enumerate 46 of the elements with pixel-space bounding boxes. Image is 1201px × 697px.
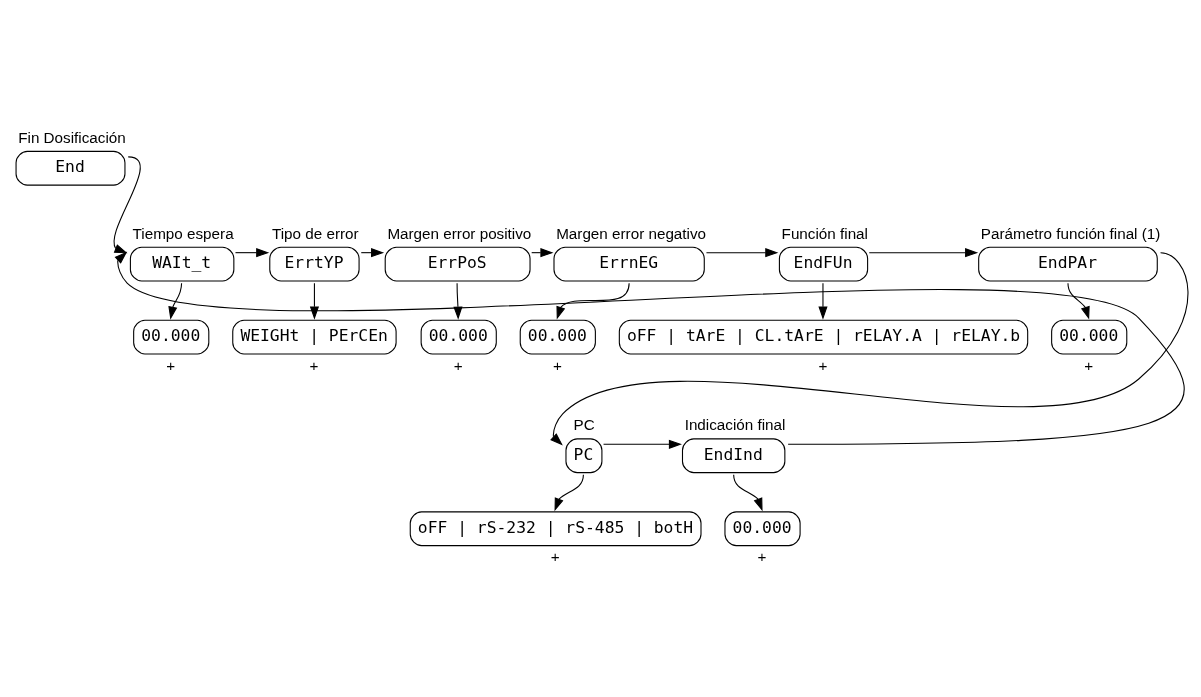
node-label: Tipo de error [271, 224, 359, 242]
node-box: EndFUn [778, 246, 868, 282]
node-box: End [15, 150, 125, 186]
node-box: oFF | tArE | CL.tArE | rELAY.A | rELAY.b [618, 319, 1028, 355]
arrow [234, 248, 269, 258]
node-label: Indicación final [684, 416, 785, 434]
node-label: Fin Dosificación [17, 128, 126, 146]
node-label: PC [573, 416, 595, 434]
node-label: + [309, 356, 318, 374]
node-box: ErrnEG [552, 246, 705, 282]
node-box: 00.000 [132, 319, 209, 355]
arrow [1066, 282, 1090, 320]
node-box: 00.000 [420, 319, 497, 355]
node-label: Parámetro función final (1) [980, 224, 1160, 242]
arrow [360, 248, 384, 258]
node-box: EndPAr [977, 246, 1158, 282]
arrow [549, 252, 1188, 446]
node-label: + [552, 356, 562, 374]
node-box: oFF | rS-232 | rS-485 | botH [409, 511, 702, 547]
arrow [868, 248, 978, 258]
arrow [555, 282, 630, 320]
arrow [167, 282, 182, 320]
arrow [602, 439, 682, 449]
node-label: + [818, 356, 828, 374]
node-label: Margen error positivo [386, 224, 531, 242]
arrow [705, 248, 778, 258]
node-box: ErrtYP [268, 246, 360, 282]
node-box: EndInd [681, 438, 785, 474]
node-label: Tiempo espera [132, 224, 234, 242]
node-box: WEIGHt | PErCEn [231, 319, 397, 355]
node-label: Función final [781, 224, 868, 242]
node-label: + [550, 548, 560, 566]
node-box: WAIt_t [129, 246, 234, 282]
arrow [309, 282, 319, 320]
arrow [732, 474, 763, 512]
node-label: + [1083, 356, 1093, 374]
node-box: ErrPoS [384, 246, 531, 282]
node-box: 00.000 [1050, 319, 1127, 355]
node-label: + [453, 356, 463, 374]
arrow [554, 474, 584, 512]
node-label: + [757, 548, 767, 566]
node-box: 00.000 [519, 319, 596, 355]
node-box: 00.000 [723, 511, 801, 547]
node-label: Margen error negativo [555, 224, 706, 242]
node-label: + [165, 356, 175, 374]
arrow [817, 282, 828, 320]
